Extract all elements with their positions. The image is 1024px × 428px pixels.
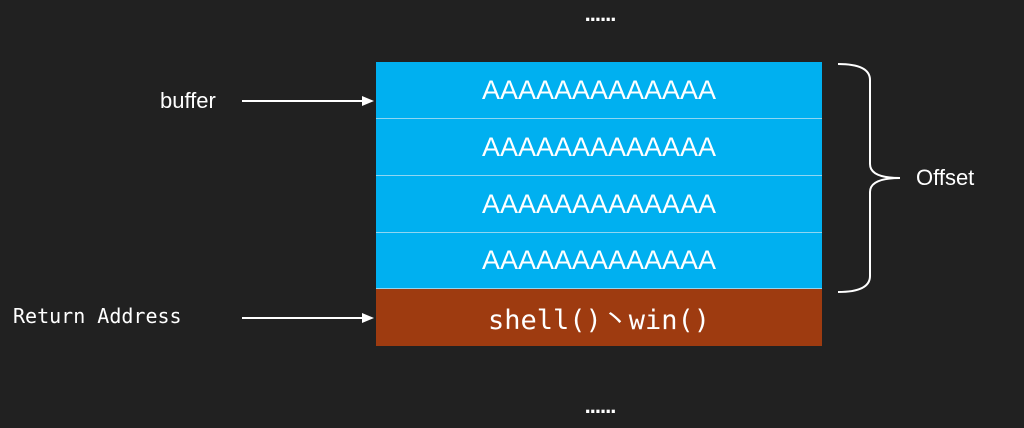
- buffer-arrow-icon: [242, 96, 374, 106]
- return-address-arrow-icon: [242, 313, 374, 323]
- top-ellipsis: ......: [584, 1, 617, 26]
- bottom-ellipsis: ......: [584, 393, 617, 418]
- return-address-label: Return Address: [13, 304, 182, 328]
- memory-stack: AAAAAAAAAAAAA AAAAAAAAAAAAA AAAAAAAAAAAA…: [376, 62, 822, 346]
- buffer-cell: AAAAAAAAAAAAA: [376, 176, 822, 233]
- buffer-cell: AAAAAAAAAAAAA: [376, 233, 822, 289]
- offset-brace-icon: [837, 63, 901, 293]
- offset-label: Offset: [916, 165, 975, 190]
- buffer-label: buffer: [160, 88, 216, 113]
- buffer-cell: AAAAAAAAAAAAA: [376, 62, 822, 119]
- return-address-cell: shell()丶win(): [376, 289, 822, 346]
- buffer-cell: AAAAAAAAAAAAA: [376, 119, 822, 176]
